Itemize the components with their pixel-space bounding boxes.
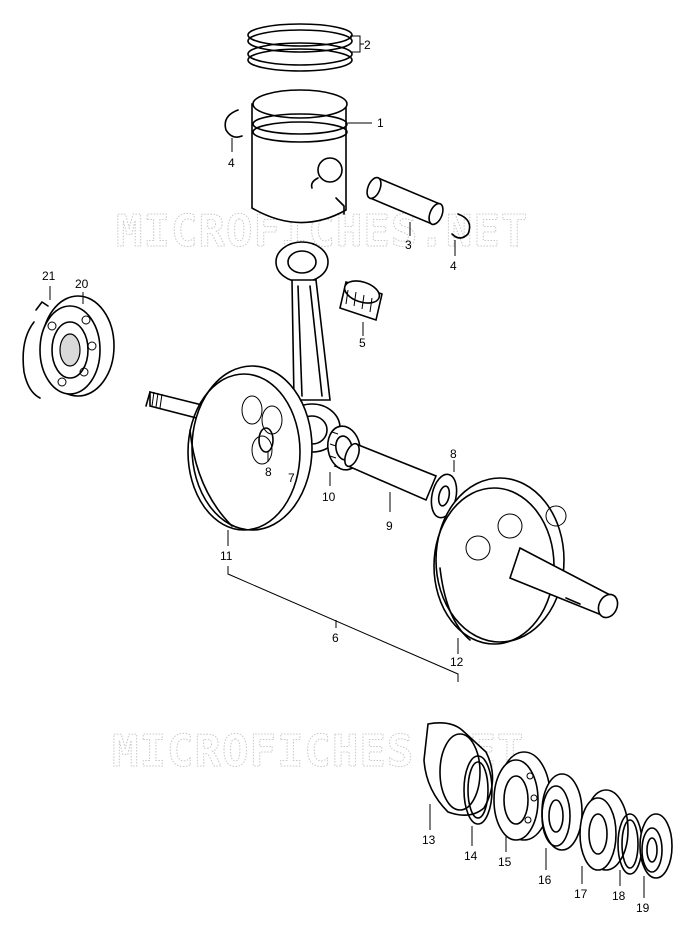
callout-4-right: 4: [450, 259, 457, 273]
callout-8-left: 8: [265, 465, 272, 479]
callout-16: 16: [538, 873, 552, 887]
callout-12: 12: [450, 655, 464, 669]
piston: [251, 89, 372, 224]
callout-7: 7: [288, 471, 295, 485]
main-bearing: [493, 751, 551, 852]
outer-bearing: [579, 789, 629, 884]
crank-bearing-left: [39, 292, 115, 397]
crank-pin: [344, 442, 438, 512]
callout-13: 13: [422, 833, 436, 847]
callout-20: 20: [75, 277, 89, 291]
oil-seal: [423, 722, 494, 830]
callout-9: 9: [386, 519, 393, 533]
thrust-washer: [541, 773, 583, 870]
needle-bearing-small-end: [339, 280, 383, 336]
callout-8-right: 8: [450, 447, 457, 461]
callout-11: 11: [220, 549, 233, 563]
callout-14: 14: [464, 849, 478, 863]
callout-2: 2: [364, 38, 371, 52]
crankshaft-assembly-bracket: [227, 566, 459, 682]
callout-21: 21: [42, 269, 56, 283]
callout-5: 5: [359, 336, 366, 350]
bearing-clip: [22, 286, 51, 399]
callout-18: 18: [612, 889, 626, 903]
callout-15: 15: [498, 855, 512, 869]
callout-10: 10: [322, 490, 336, 504]
callout-4-left: 4: [228, 156, 235, 170]
circlip-left: [224, 109, 243, 152]
callout-17: 17: [574, 887, 588, 901]
outer-seal: [639, 813, 673, 898]
washer-left: [258, 427, 274, 462]
callout-6: 6: [332, 631, 339, 645]
piston-pin: [366, 176, 444, 236]
crank-half-left: [145, 365, 313, 546]
circlip-right: [451, 213, 471, 256]
shim: [463, 755, 493, 846]
crank-half-right: [433, 477, 619, 654]
piston-rings: [247, 23, 364, 72]
callout-3: 3: [405, 238, 412, 252]
spacer: [617, 813, 643, 886]
callout-1: 1: [377, 116, 384, 130]
callout-19: 19: [636, 901, 650, 915]
